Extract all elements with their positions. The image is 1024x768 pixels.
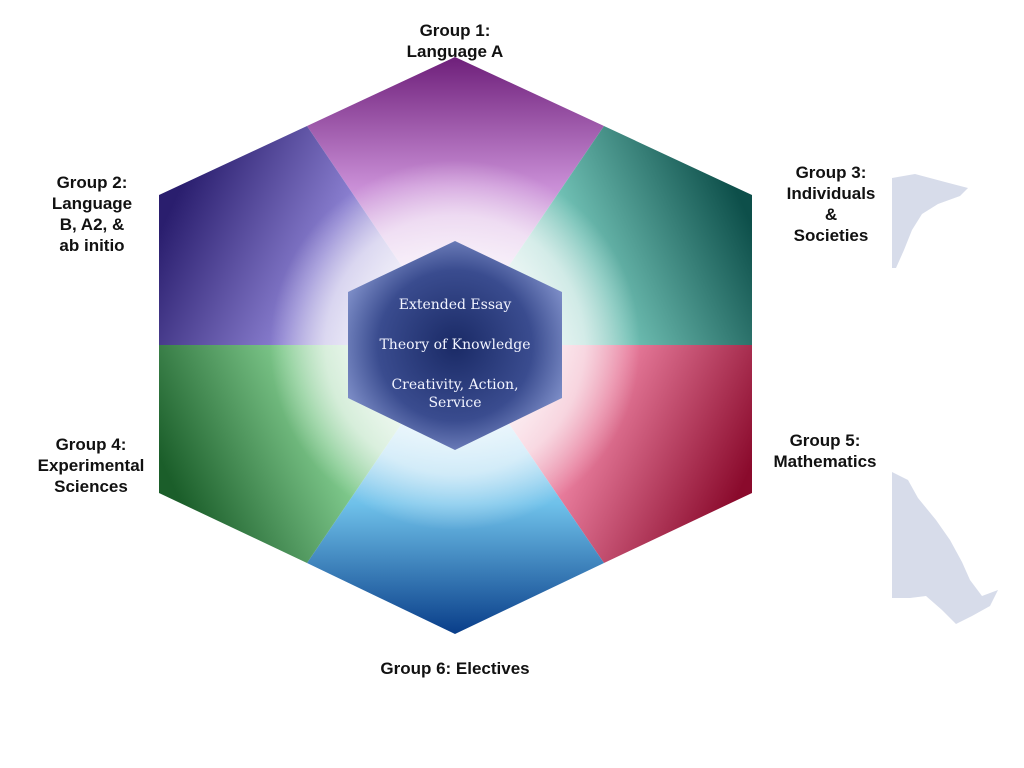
map-landmass-south — [892, 472, 998, 624]
core-extended-essay: Extended Essay — [398, 297, 512, 313]
core-theory-of-knowledge: Theory of Knowledge — [379, 337, 531, 353]
background-map — [892, 174, 998, 624]
group-2-label: Group 2: Language B, A2, & ab initio — [51, 173, 133, 255]
map-landmass-north — [892, 174, 968, 268]
group-6-label: Group 6: Electives — [380, 659, 530, 678]
group-1-label: Group 1: Language A — [406, 21, 504, 61]
group-5-label: Group 5: Mathematics — [773, 431, 877, 471]
group-3-label: Group 3: Individuals & Societies — [786, 163, 876, 245]
core-hexagon — [348, 241, 562, 450]
group-4-label: Group 4: Experimental Sciences — [37, 435, 145, 496]
core-creativity-action-service: Creativity, Action, Service — [391, 377, 519, 411]
